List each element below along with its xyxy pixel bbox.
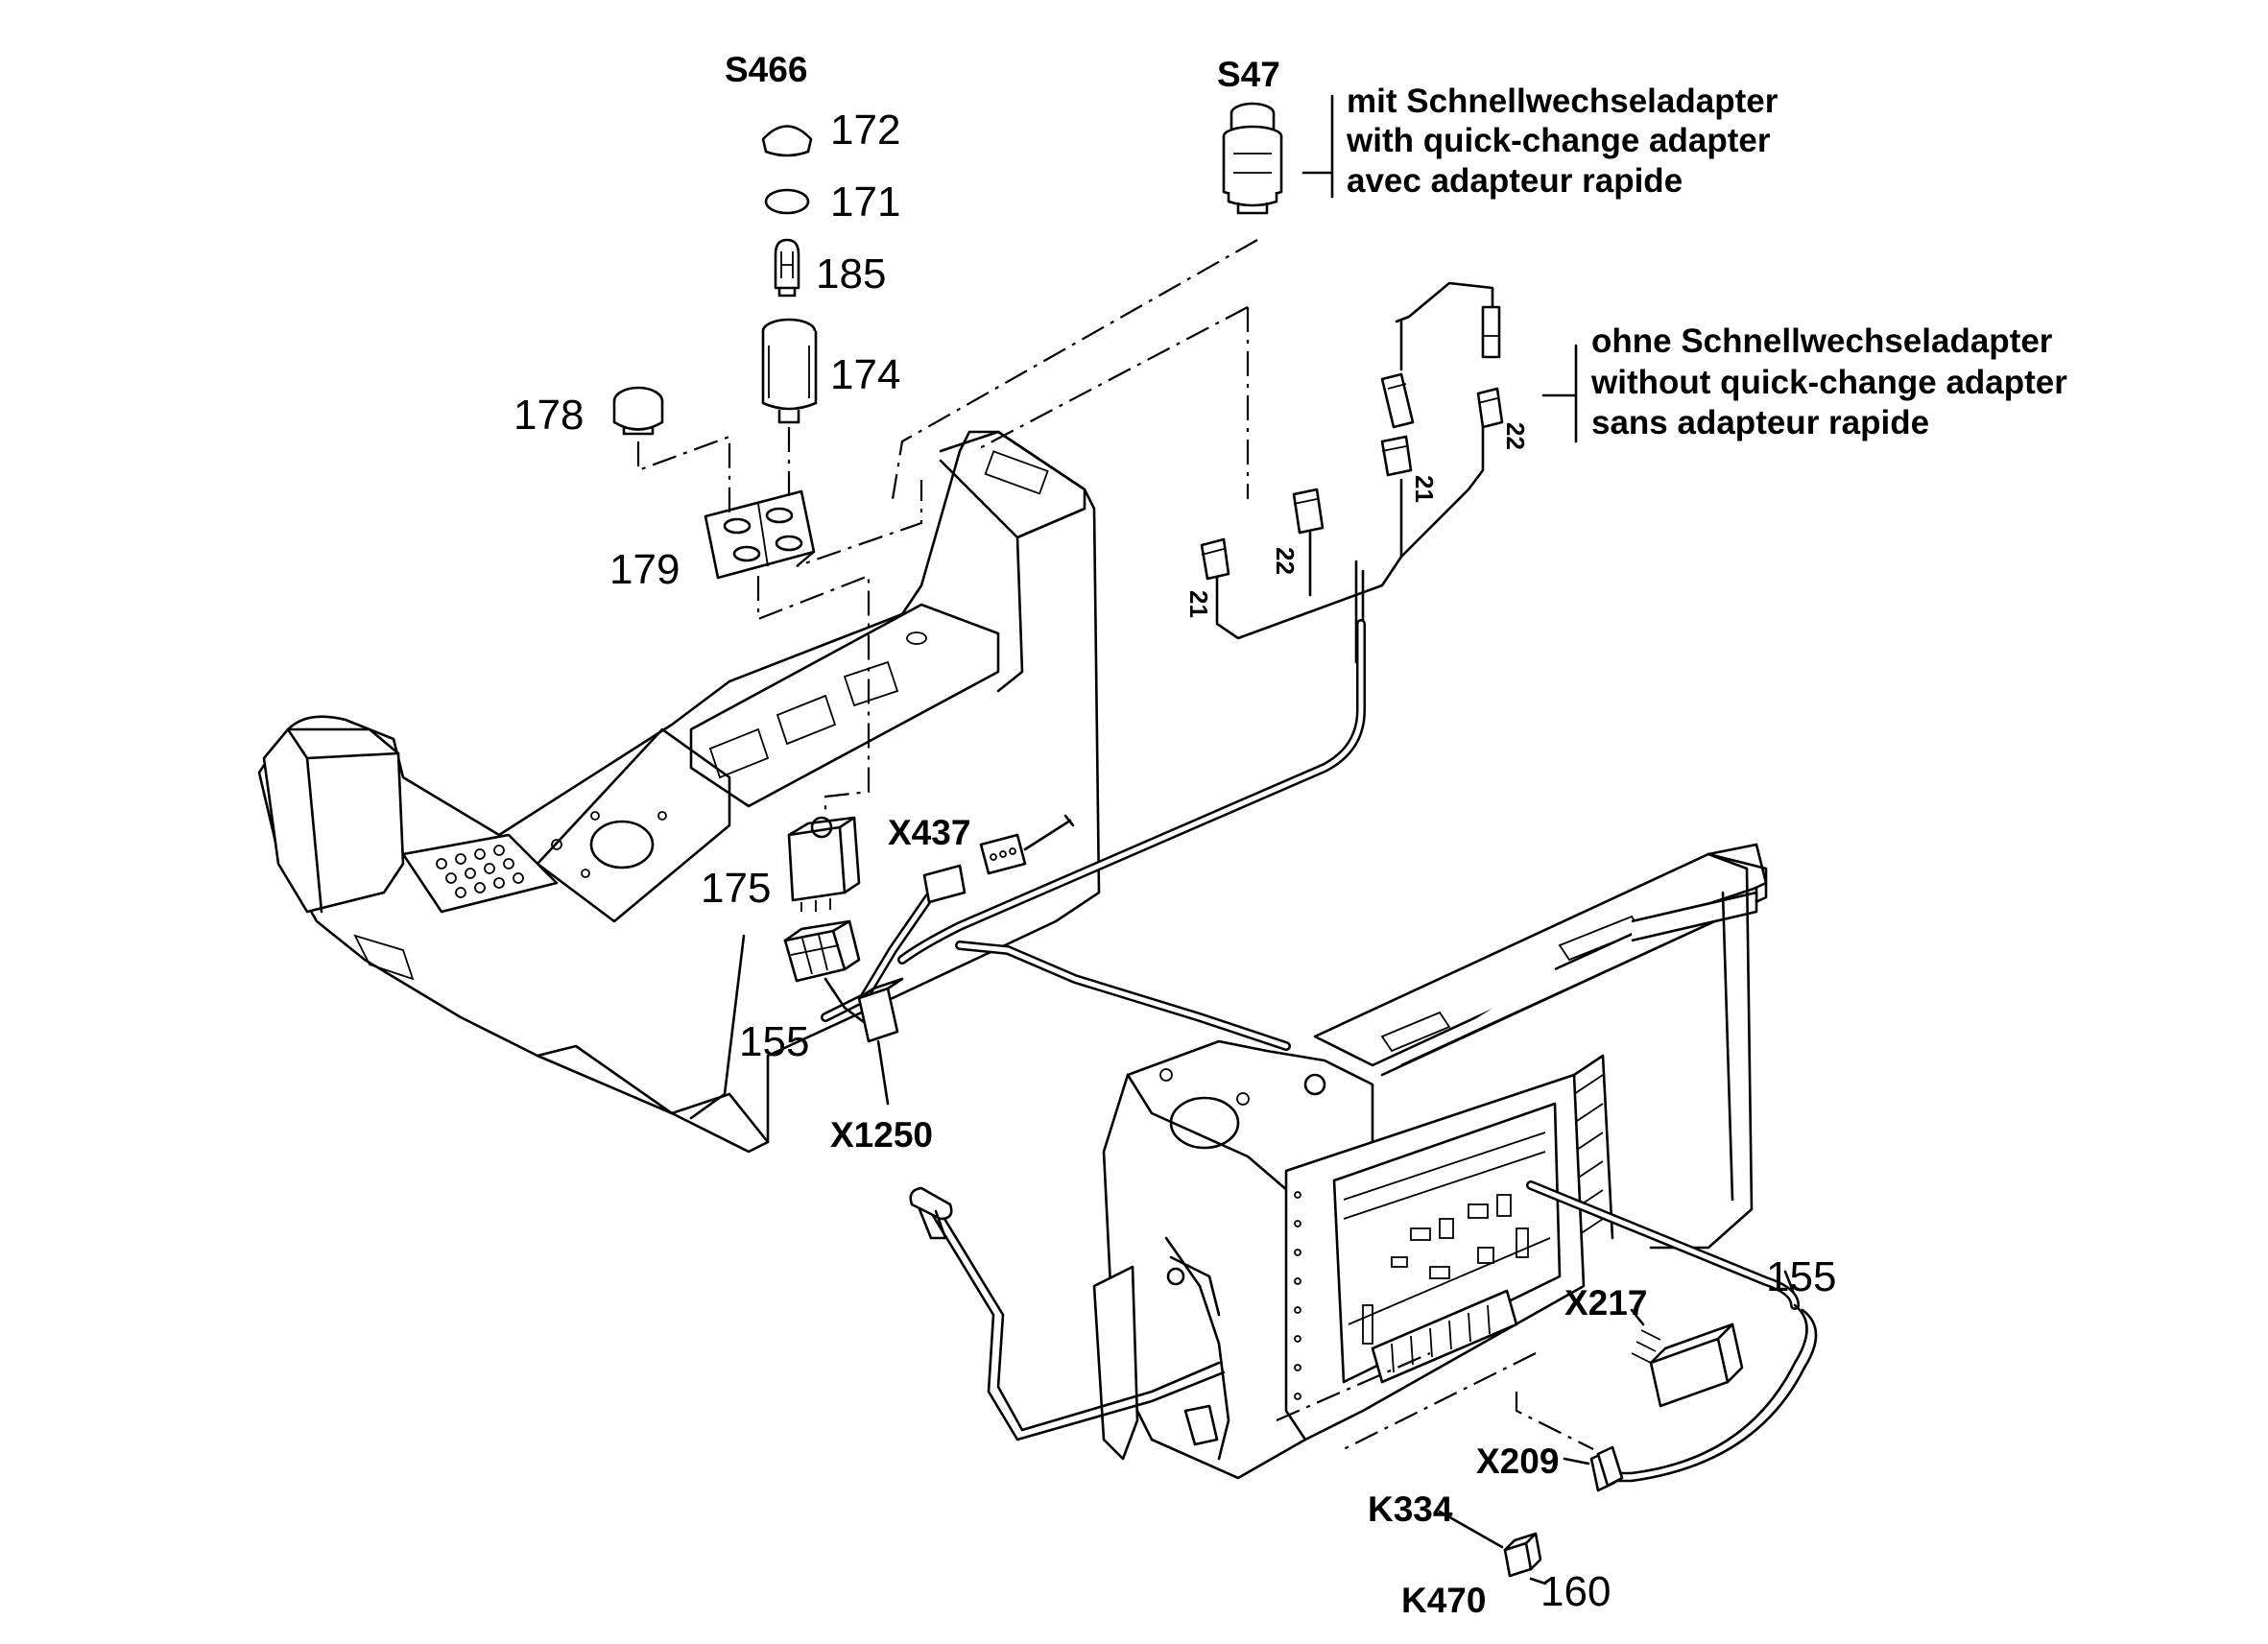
note-without-adapter-de: ohne Schnellwechseladapter — [1591, 322, 2053, 360]
left-console — [257, 430, 1101, 1154]
label-172: 172 — [830, 107, 900, 154]
label-wire-21-a: 21 — [1184, 590, 1213, 618]
socket-155-left — [783, 919, 861, 983]
wire-connector — [1292, 488, 1325, 535]
label-185: 185 — [816, 250, 886, 298]
label-171: 171 — [830, 179, 900, 226]
label-174: 174 — [830, 351, 900, 398]
cable-bundle-left — [821, 814, 1291, 1051]
label-179: 179 — [609, 546, 680, 593]
wire-connector — [1380, 435, 1413, 477]
rivets — [1294, 1191, 1301, 1400]
cap-172 — [761, 125, 813, 157]
note-with-adapter-de: mit Schnellwechseladapter — [1347, 83, 1779, 120]
connector-x217 — [1631, 1322, 1744, 1408]
connector-x209 — [1589, 1445, 1624, 1492]
relay-175 — [787, 816, 861, 912]
wire-connector — [1200, 537, 1230, 581]
label-x209: X209 — [1476, 1441, 1559, 1481]
ladder-rungs — [1573, 1074, 1604, 1239]
assembly-lines-right — [1276, 1351, 1594, 1450]
bulb-185 — [774, 238, 800, 298]
label-160: 160 — [1540, 1568, 1611, 1615]
label-k470: K470 — [1401, 1581, 1486, 1620]
relay-k470 — [1503, 1532, 1542, 1578]
lamp-holder-174 — [761, 318, 818, 424]
note-without-adapter: ohne Schnellwechseladapter without quick… — [1590, 322, 2067, 441]
note-without-adapter-en: without quick-change adapter — [1590, 364, 2067, 401]
label-s466: S466 — [725, 50, 807, 89]
plug-178 — [612, 386, 664, 436]
switch-s466-parts — [612, 102, 1283, 983]
switch-s47 — [1222, 102, 1283, 215]
label-x217: X217 — [1564, 1283, 1647, 1322]
assembly-lines-left — [636, 239, 1258, 811]
leader-lines — [689, 934, 1795, 1585]
label-155-left: 155 — [739, 1018, 809, 1065]
note-with-adapter: mit Schnellwechseladapter with quick-cha… — [1346, 83, 1779, 200]
label-wire-22-b: 22 — [1501, 422, 1530, 450]
label-178: 178 — [513, 392, 584, 439]
label-k334: K334 — [1368, 1489, 1453, 1529]
label-175: 175 — [701, 865, 771, 912]
label-wire-21-b: 21 — [1410, 475, 1439, 503]
wire-connector — [1380, 372, 1415, 429]
wire-harness — [897, 281, 1504, 965]
note-with-adapter-fr: avec adapteur rapide — [1347, 162, 1683, 200]
label-x1250: X1250 — [830, 1115, 933, 1155]
step-holes — [436, 845, 524, 898]
label-x437: X437 — [888, 813, 970, 852]
note-without-adapter-fr: sans adapteur rapide — [1591, 404, 1929, 441]
board-components — [1362, 1194, 1529, 1345]
seal-171 — [764, 188, 810, 215]
label-155-right: 155 — [1766, 1253, 1836, 1300]
label-s47: S47 — [1217, 55, 1280, 94]
right-control-unit — [909, 843, 1768, 1480]
label-wire-22-a: 22 — [1271, 547, 1300, 575]
cable-bundle-right — [1503, 1180, 1818, 1578]
note-with-adapter-en: with quick-change adapter — [1346, 122, 1771, 159]
wire-connector — [1476, 387, 1504, 429]
wire-connector — [1481, 305, 1501, 359]
